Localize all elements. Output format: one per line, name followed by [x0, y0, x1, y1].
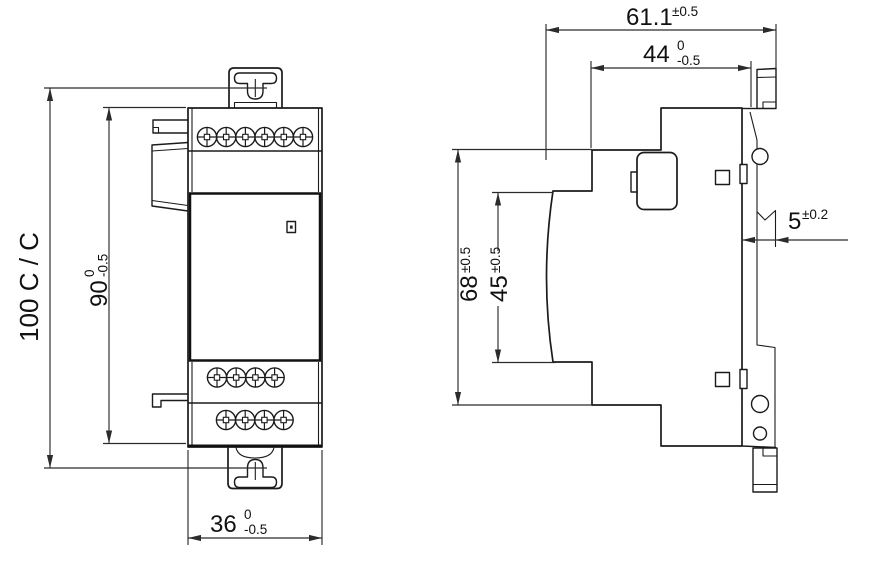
rail-tab-top-notch	[762, 101, 776, 109]
terminal-screw-icon	[245, 367, 266, 388]
dim-arrow	[309, 534, 322, 542]
terminal-screw-icon	[215, 126, 237, 148]
dim-label-recess-height: 45	[486, 275, 513, 302]
dim-label-c2c: 100 C / C	[14, 232, 44, 342]
side-lug-top-notch	[153, 126, 160, 133]
dim-arrow	[46, 455, 54, 468]
dim-arrow	[46, 88, 54, 101]
side-lug-top	[152, 119, 188, 134]
terminal-screw-icon	[292, 126, 314, 148]
vent-square-top	[714, 169, 731, 186]
dim-tol-lower: -0.5	[96, 254, 111, 277]
dim-arrow	[105, 430, 113, 444]
dimensions: 100 C / C 90 0 -0.5 36 0 -0.5	[14, 4, 848, 545]
fixing-hole-top	[751, 147, 769, 166]
dim-tol-upper: 0	[244, 507, 252, 522]
back-latch-bottom	[739, 368, 748, 390]
dim-arrow	[763, 26, 776, 34]
front-view	[151, 67, 323, 490]
terminal-screw-icon	[206, 367, 228, 388]
connector-side	[636, 151, 678, 211]
terminal-screw-icon	[254, 126, 275, 148]
expansion-connector-block	[151, 141, 189, 212]
dim-label-body-depth: 44	[643, 41, 670, 68]
dim-tol-lower: -0.5	[244, 522, 267, 537]
front-panel	[188, 192, 322, 362]
dim-label-rail-offset: 5	[788, 208, 801, 235]
expansion-connector-bottom-edge	[151, 199, 189, 207]
dim-tol: ±0.5	[488, 247, 503, 273]
vent-square-bottom	[714, 371, 731, 388]
dim-front-height: 68 ±0.5	[452, 148, 592, 406]
terminal-screw-icon	[234, 409, 256, 431]
rail-clip-bottom-notch	[762, 448, 777, 457]
fixing-hole-bottom-1	[750, 394, 770, 414]
dim-center-to-center: 100 C / C	[14, 87, 267, 469]
terminal-screw-icon	[254, 409, 275, 431]
terminal-screw-icon	[196, 126, 218, 148]
mounting-tab-top-neck	[233, 101, 278, 108]
terminal-screw-icon	[235, 126, 256, 148]
terminal-screw-icon	[273, 126, 295, 148]
terminal-screw-icon	[215, 409, 237, 431]
dim-arrow	[591, 64, 604, 72]
dim-label-total-depth: 61.1	[626, 4, 673, 31]
side-profile	[545, 107, 743, 447]
terminal-screw-icon	[273, 409, 294, 431]
dim-tol-upper: 0	[82, 269, 97, 277]
dim-tol: ±0.5	[458, 247, 473, 273]
fixing-hole-bottom-2	[752, 426, 768, 441]
dim-tol-lower: -0.5	[677, 53, 700, 68]
dim-module-width: 36 0 -0.5	[187, 450, 323, 545]
dim-tol: ±0.2	[802, 207, 828, 222]
rail-tab-top-edge	[756, 76, 777, 79]
mounting-tab-bottom-neck	[235, 447, 275, 459]
clip-spring-arm	[749, 111, 776, 448]
side-view	[545, 67, 778, 493]
dim-body-depth: 44 0 -0.5	[590, 38, 752, 148]
dim-label-width: 36	[210, 511, 237, 538]
dim-recess-height: 45 ±0.5	[486, 191, 556, 364]
dim-total-depth: 61.1 ±0.5	[545, 4, 777, 160]
rail-clip-bottom	[752, 447, 778, 493]
dim-arrow	[738, 64, 751, 72]
dim-tol: ±0.5	[672, 4, 698, 19]
dim-label-height: 90	[86, 280, 113, 307]
bottom-face-rear	[741, 445, 777, 449]
dim-arrow	[494, 349, 502, 363]
dim-tol-upper: 0	[677, 38, 685, 53]
dim-rail-offset: 5 ±0.2	[742, 207, 848, 244]
rail-flange-hook	[756, 209, 777, 247]
dim-label-front-height: 68	[456, 275, 483, 302]
module-body	[187, 107, 323, 448]
dim-arrow	[494, 192, 502, 206]
dim-arrow	[742, 236, 755, 244]
back-latch-top	[739, 163, 748, 185]
expansion-connector-edge	[151, 147, 189, 152]
status-led-dot	[289, 225, 293, 229]
dim-module-height: 90 0 -0.5	[82, 106, 186, 445]
dim-arrow	[454, 149, 462, 163]
terminal-screw-icon	[264, 367, 285, 388]
dim-arrow	[775, 236, 789, 244]
dim-arrow	[546, 26, 559, 34]
side-hook	[151, 393, 188, 408]
dim-arrow	[188, 534, 201, 542]
terminal-screw-icon	[225, 367, 247, 388]
dim-arrow	[105, 107, 113, 121]
dim-arrow	[454, 392, 462, 405]
